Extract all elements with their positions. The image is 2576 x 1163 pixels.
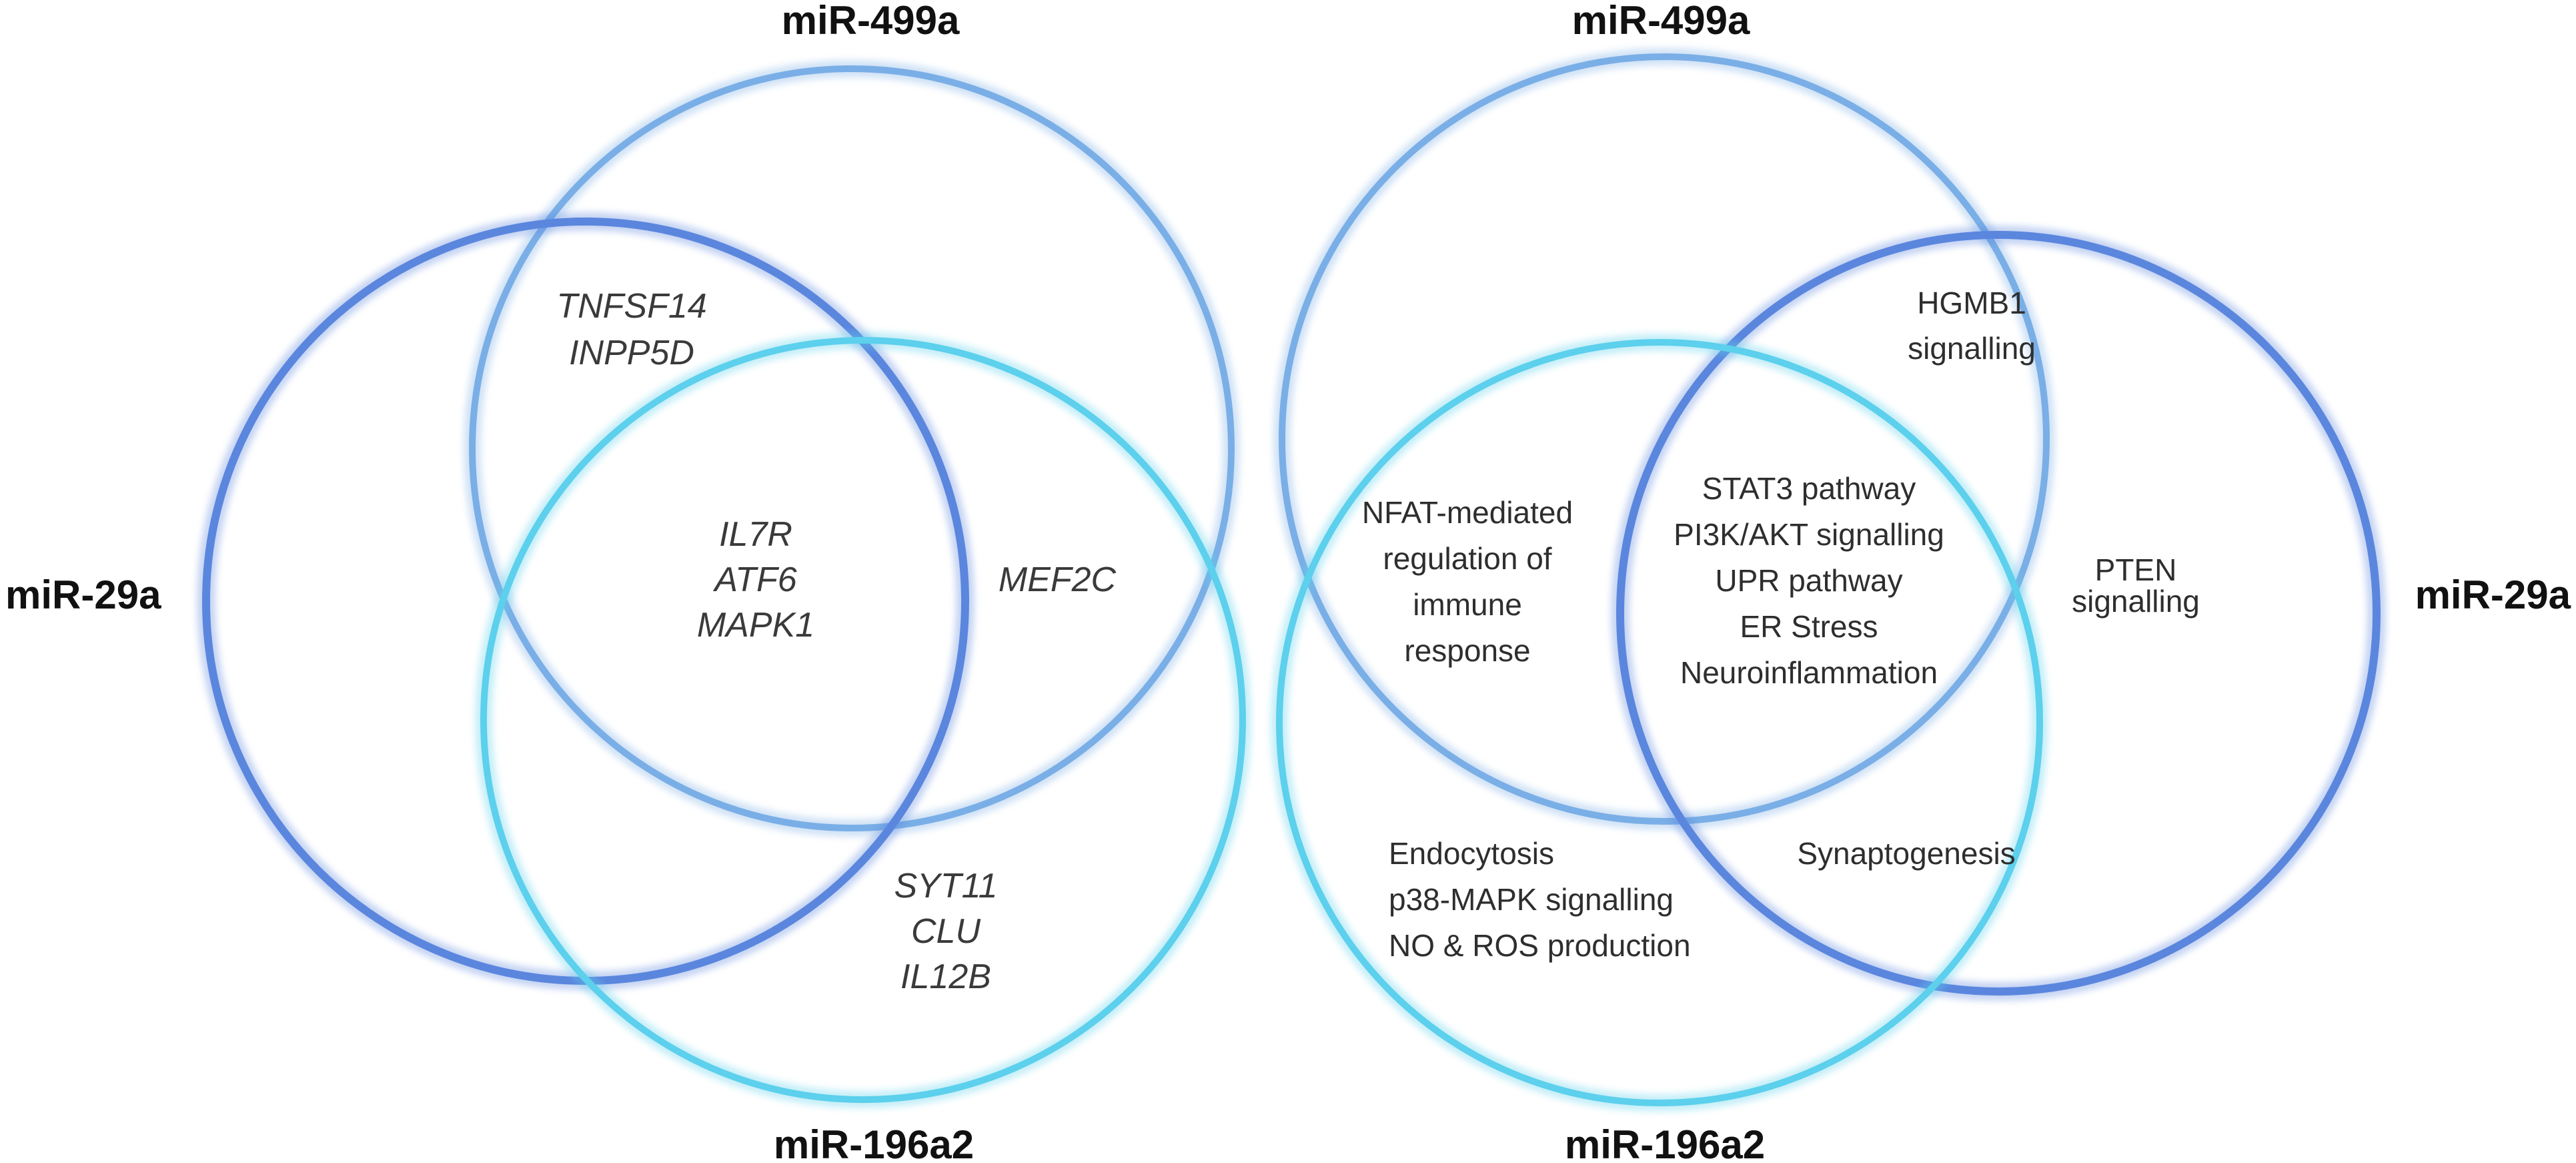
- circle-mir196a2-left: [475, 332, 1251, 1108]
- label-mir196a2-right: miR-196a2: [1565, 1122, 1765, 1163]
- pathway-name: HGMB1: [1917, 286, 2026, 320]
- region-pathways-all-three: STAT3 pathway PI3K/AKT signalling UPR pa…: [1674, 471, 1944, 690]
- genes-venn: miR-499a miR-29a miR-196a2 TNFSF14 INPP5…: [5, 0, 1251, 1163]
- region-genes-mir29a-mir499a: TNFSF14 INPP5D: [556, 287, 706, 372]
- pathway-name: NFAT-mediated: [1362, 495, 1573, 530]
- pathway-name: response: [1404, 633, 1530, 668]
- gene-name: IL7R: [719, 515, 792, 554]
- pathway-name: p38-MAPK signalling: [1389, 882, 1674, 917]
- pathway-name: regulation of: [1383, 541, 1551, 576]
- region-pathways-mir499a-mir196a2: NFAT-mediated regulation of immune respo…: [1362, 495, 1573, 668]
- pathway-name: PI3K/AKT signalling: [1674, 517, 1944, 552]
- gene-name: MEF2C: [999, 560, 1117, 599]
- pathway-name: UPR pathway: [1715, 563, 1902, 598]
- gene-name: TNFSF14: [556, 287, 706, 326]
- pathway-name: STAT3 pathway: [1702, 471, 1916, 506]
- region-pathways-mir196a2-only: Endocytosis p38-MAPK signalling NO & ROS…: [1389, 836, 1691, 963]
- label-mir29a-right: miR-29a: [2415, 572, 2571, 617]
- region-pathways-mir29a-mir196a2: Synaptogenesis: [1797, 836, 2015, 871]
- gene-name: MAPK1: [697, 606, 814, 645]
- region-pathways-mir499a-mir29a: HGMB1 signalling: [1908, 286, 2036, 366]
- pathway-name: Neuroinflammation: [1680, 655, 1938, 690]
- pathway-name: PTEN: [2095, 552, 2177, 587]
- label-mir196a2-left: miR-196a2: [774, 1122, 974, 1163]
- region-genes-all-three: IL7R ATF6 MAPK1: [697, 515, 814, 645]
- pathway-name: NO & ROS production: [1389, 928, 1691, 963]
- pathway-name: signalling: [2072, 584, 2200, 619]
- circle-mir196a2-right: [1271, 334, 2048, 1112]
- pathway-name: Endocytosis: [1389, 836, 1554, 871]
- region-genes-mir29a-mir196a2: SYT11 CLU IL12B: [894, 867, 997, 996]
- region-genes-mir499a-mir196a2: MEF2C: [999, 560, 1117, 599]
- pathway-name: signalling: [1908, 331, 2036, 366]
- circle-mir29a-right: [1611, 226, 2386, 1001]
- label-mir29a-left: miR-29a: [5, 572, 161, 617]
- pathway-name: immune: [1413, 587, 1522, 622]
- label-mir499a-right: miR-499a: [1572, 0, 1750, 43]
- gene-name: SYT11: [894, 867, 997, 905]
- gene-name: INPP5D: [569, 334, 694, 372]
- pathway-name: ER Stress: [1740, 609, 1878, 644]
- circle-mir499a-right: [1273, 48, 2055, 830]
- gene-name: ATF6: [712, 560, 796, 599]
- circle-mir499a-left: [464, 60, 1240, 837]
- gene-name: CLU: [911, 912, 981, 951]
- pathways-venn: miR-499a miR-29a miR-196a2 HGMB1 signall…: [1271, 0, 2571, 1163]
- region-pathways-mir29a-only: PTEN signalling: [2072, 552, 2200, 619]
- gene-name: IL12B: [900, 957, 991, 996]
- pathway-name: Synaptogenesis: [1797, 836, 2015, 871]
- label-mir499a-left: miR-499a: [782, 0, 960, 43]
